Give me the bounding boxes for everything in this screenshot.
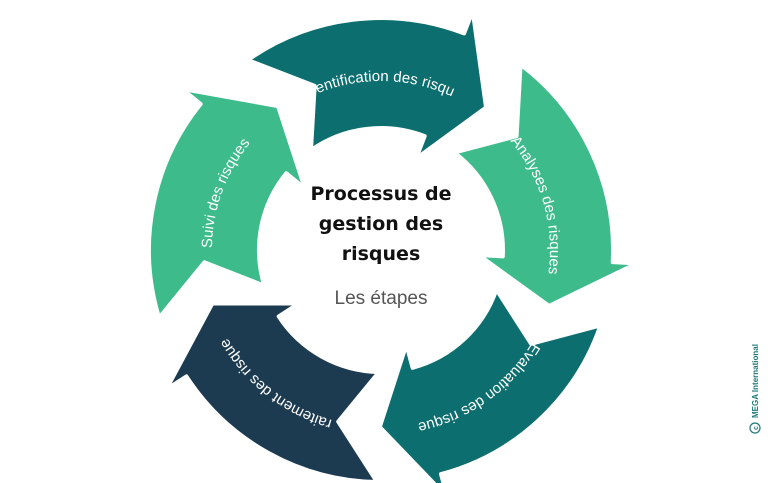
copyright-symbol: c	[753, 426, 760, 430]
process-step-arrow-5	[147, 86, 307, 320]
process-step-arrow-2	[452, 62, 639, 308]
center-text: Processus de gestion des risques Les éta…	[310, 183, 451, 309]
process-step-arrow-3	[377, 287, 603, 483]
center-title-line-3: risques	[342, 243, 421, 265]
copyright-icon	[749, 422, 761, 434]
process-step-arrow-4	[164, 301, 381, 483]
process-ring	[147, 9, 639, 483]
copyright-text: MEGA International	[751, 344, 760, 418]
center-subtitle: Les étapes	[335, 288, 428, 309]
copyright-notice: c MEGA International	[749, 344, 761, 434]
process-step-arrow-1	[245, 9, 488, 161]
center-title-line-1: Processus de	[310, 183, 451, 205]
center-title-line-2: gestion des	[319, 213, 443, 235]
